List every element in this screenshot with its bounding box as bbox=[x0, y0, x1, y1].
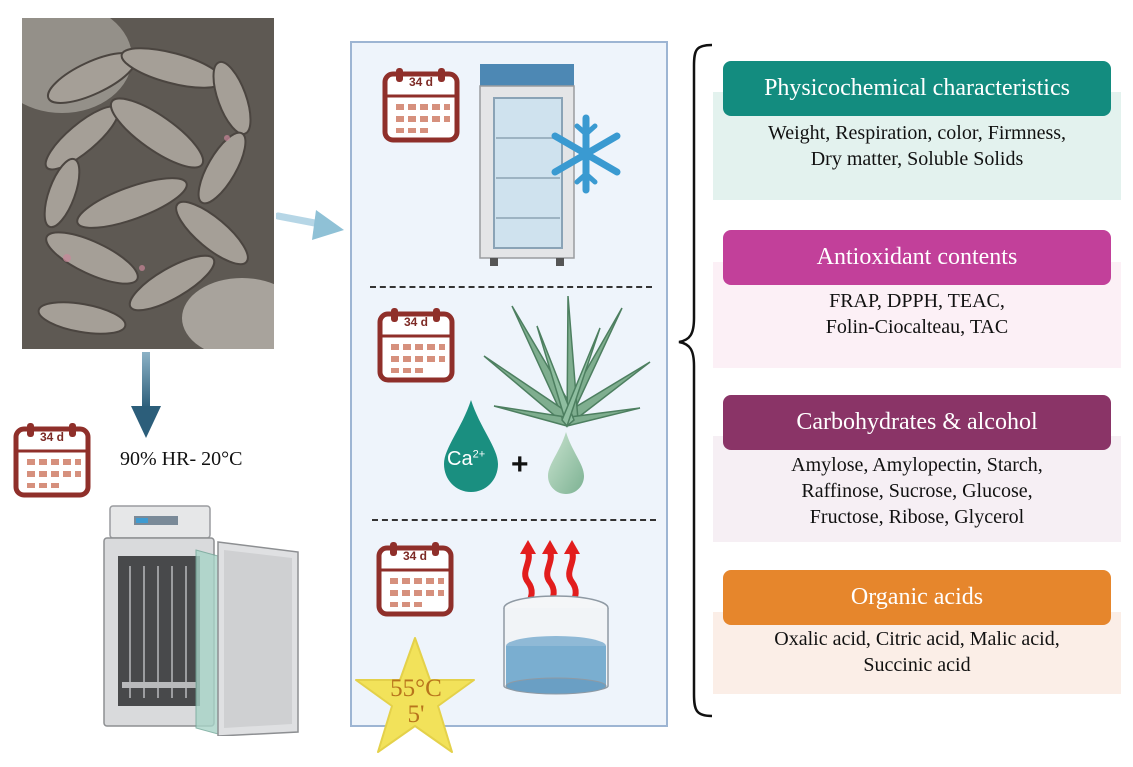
category-line: Amylose, Amylopectin, Starch, bbox=[791, 454, 1043, 476]
arrow-down-icon bbox=[131, 352, 161, 438]
calendar-days-label: 34 d bbox=[39, 430, 64, 444]
plus-sign: + bbox=[511, 448, 529, 481]
hot-water-temperature: 55°C bbox=[390, 675, 442, 702]
category-line: Raffinose, Sucrose, Glucose, bbox=[801, 480, 1033, 502]
category-line: FRAP, DPPH, TEAC, bbox=[829, 290, 1005, 312]
category-line: Oxalic acid, Citric acid, Malic acid, bbox=[774, 628, 1060, 650]
calcium-charge: 2+ bbox=[472, 448, 486, 461]
calendar-icon: 34 d bbox=[376, 540, 454, 618]
star-badge-icon bbox=[355, 637, 475, 753]
calendar-icon: 34 d bbox=[382, 66, 460, 144]
agave-plant-icon bbox=[483, 296, 651, 428]
category-box-carbohydrates: Amylose, Amylopectin, Starch, Raffinose,… bbox=[713, 436, 1121, 542]
divider bbox=[370, 286, 652, 288]
calendar-days-label: 34 d bbox=[408, 75, 433, 89]
calendar-days-label: 34 d bbox=[402, 549, 427, 563]
storage-condition-label: 90% HR- 20°C bbox=[120, 448, 243, 470]
category-line: Dry matter, Soluble Solids bbox=[810, 148, 1024, 170]
category-line: Succinic acid bbox=[863, 654, 971, 676]
arrow-right-icon bbox=[276, 210, 344, 240]
hot-water-bath-icon bbox=[503, 540, 609, 695]
divider bbox=[372, 519, 656, 521]
calcium-ion-label: Ca2+ bbox=[447, 448, 485, 471]
category-line: Fructose, Ribose, Glycerol bbox=[809, 506, 1025, 528]
sweet-potato-photo bbox=[22, 18, 274, 349]
calendar-icon: 34 d bbox=[377, 306, 455, 384]
category-title-carbohydrates: Carbohydrates & alcohol bbox=[723, 395, 1111, 450]
hot-water-duration: 5' bbox=[407, 701, 425, 728]
category-line: Folin-Ciocalteau, TAC bbox=[825, 316, 1009, 338]
calendar-icon: 34 d bbox=[13, 421, 91, 499]
category-title-antioxidant: Antioxidant contents bbox=[723, 230, 1111, 285]
incubator-icon bbox=[103, 505, 299, 736]
calendar-days-label: 34 d bbox=[403, 315, 428, 329]
category-title-physicochemical: Physicochemical characteristics bbox=[723, 61, 1111, 116]
hot-water-conditions: 55°C 5' bbox=[356, 676, 476, 728]
curly-brace bbox=[678, 43, 713, 718]
category-box-organic-acids: Oxalic acid, Citric acid, Malic acid, Su… bbox=[713, 612, 1121, 694]
category-title-organic-acids: Organic acids bbox=[723, 570, 1111, 625]
calcium-symbol: Ca bbox=[447, 448, 473, 470]
calcium-drop-icon bbox=[444, 400, 498, 492]
refrigerator-icon bbox=[479, 64, 621, 266]
agave-extract-drop-icon bbox=[548, 432, 584, 494]
category-line: Weight, Respiration, color, Firmness, bbox=[767, 122, 1067, 144]
